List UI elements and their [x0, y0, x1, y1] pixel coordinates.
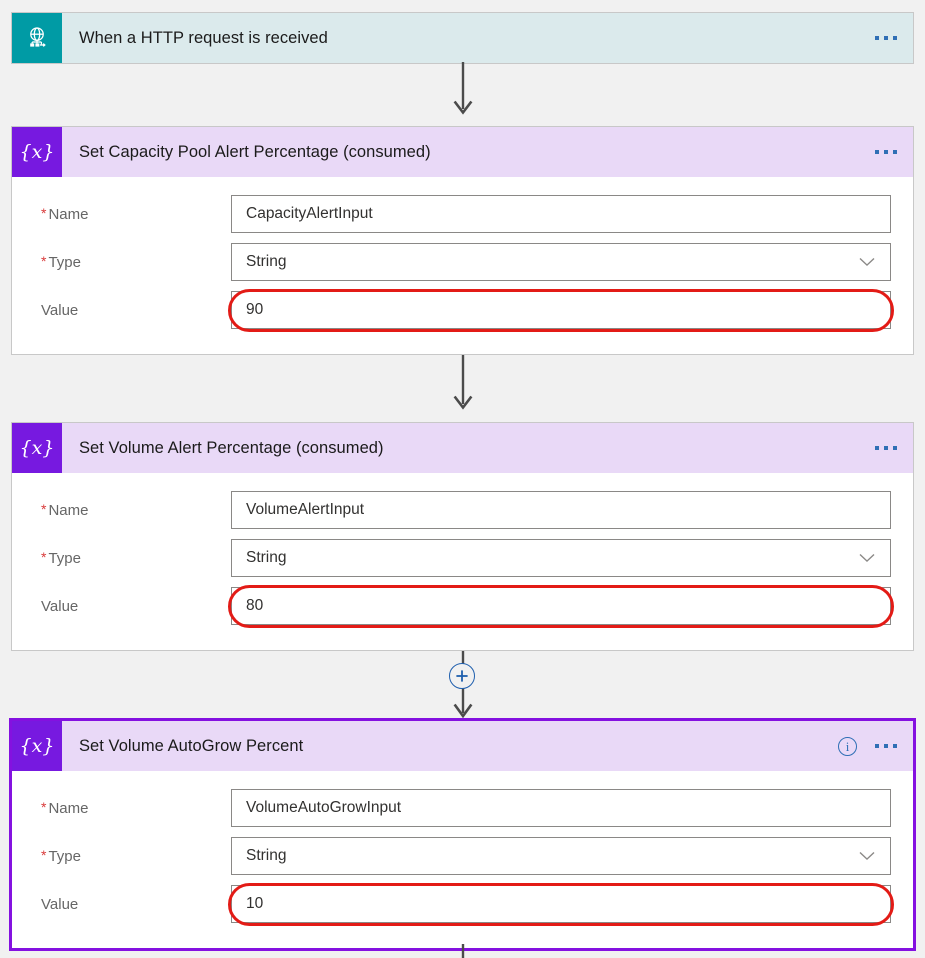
card-header-actions: i: [838, 721, 899, 771]
field-label-text: Name: [48, 502, 89, 519]
chevron-down-icon[interactable]: [859, 851, 875, 861]
field-label-name: *Name: [41, 206, 231, 222]
card-body: *Name CapacityAlertInput *Type String: [12, 177, 913, 354]
form-row-type: *Type String: [12, 534, 913, 582]
value-input[interactable]: 80: [228, 585, 894, 628]
field-label-name: *Name: [41, 800, 231, 816]
form-row-value: Value 90: [12, 286, 913, 334]
field-label-text: Type: [48, 254, 81, 271]
card-header[interactable]: {x} Set Volume AutoGrow Percent i: [12, 721, 913, 771]
more-commands-ellipsis-icon[interactable]: [873, 144, 899, 160]
card-title: When a HTTP request is received: [79, 28, 328, 47]
set-variable-glyph: {x}: [19, 734, 55, 757]
field-label-type: *Type: [41, 254, 231, 270]
info-circle-icon[interactable]: i: [838, 736, 857, 756]
set-variable-icon: {x}: [12, 127, 62, 177]
card-title: Set Volume AutoGrow Percent: [79, 736, 304, 755]
field-label-text: Type: [48, 550, 81, 567]
field-label-type: *Type: [41, 550, 231, 566]
form-row-name: *Name VolumeAutoGrowInput: [12, 784, 913, 832]
more-commands-ellipsis-icon[interactable]: [873, 440, 899, 456]
field-label-value: Value: [41, 303, 231, 318]
field-label-name: *Name: [41, 502, 231, 518]
required-asterisk: *: [41, 205, 47, 221]
chevron-down-icon[interactable]: [859, 553, 875, 563]
form-row-value: Value 80: [12, 582, 913, 630]
card-header-actions: [873, 423, 899, 473]
field-label-text: Name: [48, 206, 89, 223]
value-input[interactable]: 90: [228, 289, 894, 332]
set-variable-icon: {x}: [12, 423, 62, 473]
more-commands-ellipsis-icon[interactable]: [873, 738, 899, 754]
more-commands-ellipsis-icon[interactable]: [873, 30, 899, 46]
card-title: Set Volume Alert Percentage (consumed): [79, 438, 384, 457]
card-header[interactable]: {x} Set Capacity Pool Alert Percentage (…: [12, 127, 913, 177]
connector-autogrow-outgoing-stub: [0, 944, 925, 958]
annotation-highlight-oval: [228, 585, 894, 628]
value-input-value: 10: [246, 895, 264, 913]
field-label-text: Type: [48, 848, 81, 865]
card-title: Set Capacity Pool Alert Percentage (cons…: [79, 142, 431, 161]
form-row-name: *Name CapacityAlertInput: [12, 190, 913, 238]
form-row-value: Value 10: [12, 880, 913, 928]
action-card-set-capacity-pool-alert-percentage[interactable]: {x} Set Capacity Pool Alert Percentage (…: [11, 126, 914, 355]
annotation-highlight-oval: [228, 289, 894, 332]
type-select-value: String: [246, 847, 287, 865]
form-row-type: *Type String: [12, 238, 913, 286]
action-card-http-trigger[interactable]: When a HTTP request is received: [11, 12, 914, 64]
insert-new-step-button[interactable]: [449, 663, 475, 689]
type-select-value: String: [246, 253, 287, 271]
required-asterisk: *: [41, 501, 47, 517]
set-variable-glyph: {x}: [19, 140, 55, 163]
field-label-text: Value: [41, 301, 79, 319]
value-input-value: 80: [246, 597, 264, 615]
action-card-set-volume-alert-percentage[interactable]: {x} Set Volume Alert Percentage (consume…: [11, 422, 914, 651]
required-asterisk: *: [41, 253, 47, 269]
type-select-value: String: [246, 549, 287, 567]
http-request-icon: [12, 13, 62, 63]
set-variable-glyph: {x}: [19, 436, 55, 459]
name-input-value: CapacityAlertInput: [246, 205, 373, 223]
connector-http-trigger-to-capacity: [0, 62, 925, 118]
name-input[interactable]: CapacityAlertInput: [231, 195, 891, 233]
field-label-text: Name: [48, 800, 89, 817]
type-select[interactable]: String: [231, 539, 891, 577]
form-row-name: *Name VolumeAlertInput: [12, 486, 913, 534]
name-input[interactable]: VolumeAutoGrowInput: [231, 789, 891, 827]
card-header[interactable]: When a HTTP request is received: [12, 13, 913, 63]
set-variable-icon: {x}: [12, 721, 62, 771]
value-input[interactable]: 10: [228, 883, 894, 926]
name-input-value: VolumeAlertInput: [246, 501, 365, 519]
plus-icon: [456, 670, 468, 682]
annotation-highlight-oval: [228, 883, 894, 926]
field-label-value: Value: [41, 599, 231, 614]
card-header-actions: [873, 13, 899, 63]
card-header-actions: [873, 127, 899, 177]
chevron-down-icon[interactable]: [859, 257, 875, 267]
connector-capacity-to-volume-alert: [0, 355, 925, 413]
field-label-type: *Type: [41, 848, 231, 864]
value-input-value: 90: [246, 301, 264, 319]
type-select[interactable]: String: [231, 243, 891, 281]
card-body: *Name VolumeAutoGrowInput *Type String: [12, 771, 913, 948]
required-asterisk: *: [41, 847, 47, 863]
name-input[interactable]: VolumeAlertInput: [231, 491, 891, 529]
required-asterisk: *: [41, 549, 47, 565]
type-select[interactable]: String: [231, 837, 891, 875]
action-card-set-volume-autogrow-percent[interactable]: {x} Set Volume AutoGrow Percent i *Name …: [9, 718, 916, 951]
field-label-text: Value: [41, 895, 79, 913]
card-body: *Name VolumeAlertInput *Type String: [12, 473, 913, 650]
form-row-type: *Type String: [12, 832, 913, 880]
required-asterisk: *: [41, 799, 47, 815]
name-input-value: VolumeAutoGrowInput: [246, 799, 402, 817]
card-header[interactable]: {x} Set Volume Alert Percentage (consume…: [12, 423, 913, 473]
field-label-text: Value: [41, 597, 79, 615]
field-label-value: Value: [41, 897, 231, 912]
